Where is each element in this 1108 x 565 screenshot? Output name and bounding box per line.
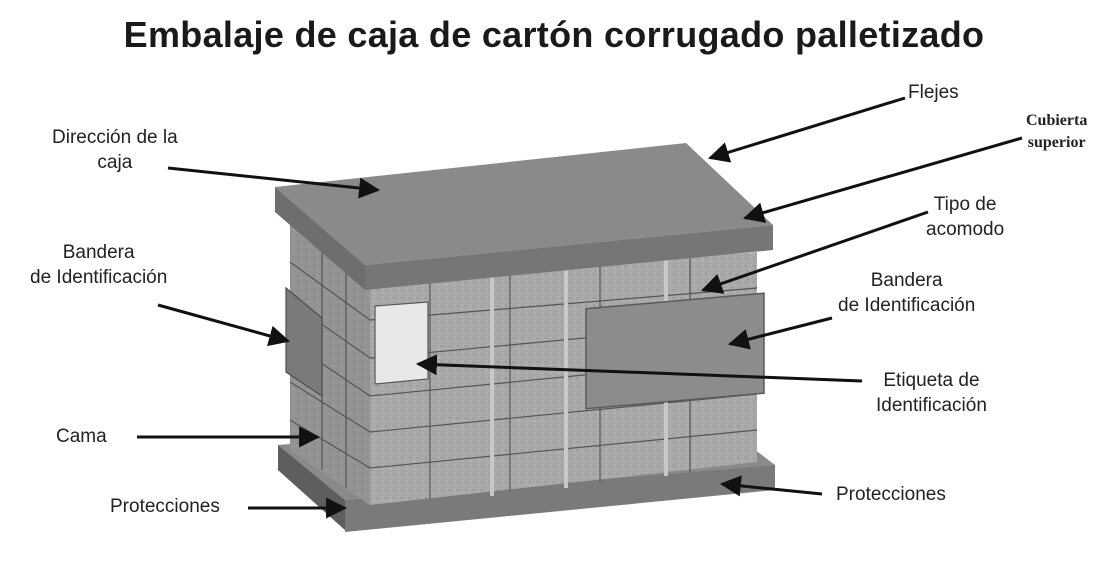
label-bandera-right-line1: Bandera <box>870 270 943 291</box>
label-direccion-line2: caja <box>97 152 133 173</box>
page-title: Embalaje de caja de cartón corrugado pal… <box>123 14 985 55</box>
label-tipo-acomodo: Tipo de acomodo <box>926 192 1004 242</box>
label-protecciones-right: Protecciones <box>836 484 946 505</box>
identification-label <box>374 301 429 385</box>
label-cama: Cama <box>56 426 107 447</box>
label-tipo-line2: acomodo <box>926 219 1005 240</box>
label-tipo-line1: Tipo de <box>933 194 997 215</box>
label-cubierta-line2: superior <box>1027 134 1086 151</box>
label-bandera-left-line1: Bandera <box>62 242 135 263</box>
label-bandera-left-line2: de Identificación <box>30 267 168 288</box>
label-etiqueta-line1: Etiqueta de <box>883 370 980 391</box>
label-direccion-line1: Dirección de la <box>52 127 178 148</box>
label-cubierta-line1: Cubierta <box>1026 112 1088 129</box>
label-protecciones-left: Protecciones <box>110 496 220 517</box>
label-direccion-caja: Dirección de la caja <box>52 125 178 175</box>
identification-flag-right <box>585 292 765 410</box>
label-bandera-right-line2: de Identificación <box>838 295 976 316</box>
label-etiqueta-line2: Identificación <box>876 395 987 416</box>
label-bandera-right: Bandera de Identificación <box>838 268 975 318</box>
label-cubierta-superior: Cubierta superior <box>1026 110 1087 154</box>
label-etiqueta: Etiqueta de Identificación <box>876 368 987 418</box>
label-flejes: Flejes <box>908 82 959 103</box>
top-cover <box>275 143 773 290</box>
label-bandera-left: Bandera de Identificación <box>30 240 167 290</box>
callout-arrows <box>137 96 1023 519</box>
